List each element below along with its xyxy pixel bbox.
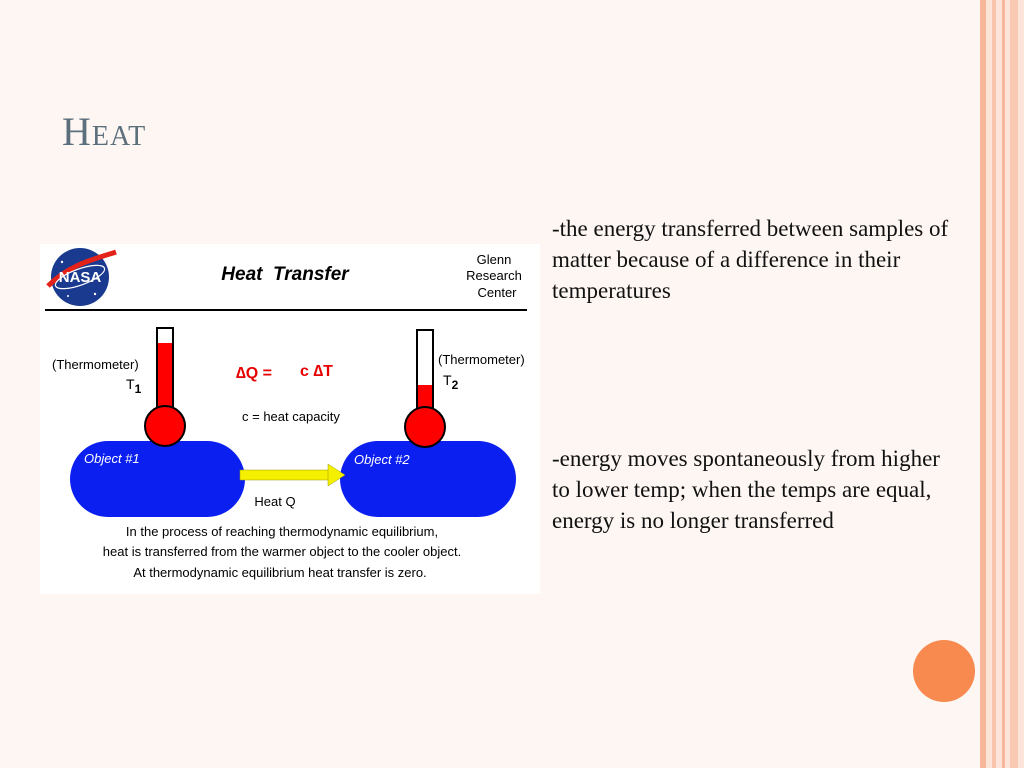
object-2 [340,441,516,517]
figure-heading: Heat Transfer [221,264,350,285]
heat-transfer-figure: NASA Heat Transfer Glenn Research Center… [40,244,540,594]
caption-line-2: heat is transferred from the warmer obje… [103,544,461,559]
caption-line-1: In the process of reaching thermodynamic… [126,524,438,539]
thermometer-1-label: (Thermometer) [52,357,139,372]
org-line-3: Center [477,285,517,300]
thermometer-1 [144,327,186,447]
nasa-logo: NASA [46,248,117,306]
thermometer-2 [404,329,446,448]
t1-label: T1 [126,376,142,396]
caption-line-3: At thermodynamic equilibrium heat transf… [133,565,426,580]
object-1-label: Object #1 [84,451,140,466]
decorative-orb [913,640,975,702]
bullet-definition: -the energy transferred between samples … [552,216,949,303]
nasa-logo-text: NASA [59,269,102,286]
org-line-1: Glenn [477,252,512,267]
bullet-direction: -energy moves spontaneously from higher … [552,446,940,533]
t2-label: T2 [443,372,459,392]
thermometer-2-label: (Thermometer) [438,352,525,367]
object-1 [70,441,245,517]
heat-capacity-definition: c = heat capacity [242,409,340,424]
heat-flow-arrow [239,463,346,487]
equation-left: ∆Q = [236,365,272,382]
t1-symbol: T [126,376,135,392]
org-line-2: Research [466,268,522,283]
decorative-stripes [980,0,1024,768]
equation-right: c ∆T [300,363,333,380]
t1-subscript: 1 [135,382,142,396]
t2-subscript: 2 [452,378,459,392]
slide-title: Heat [62,109,147,154]
heat-flow-label: Heat Q [254,494,295,509]
t2-symbol: T [443,372,452,388]
object-2-label: Object #2 [354,452,410,467]
